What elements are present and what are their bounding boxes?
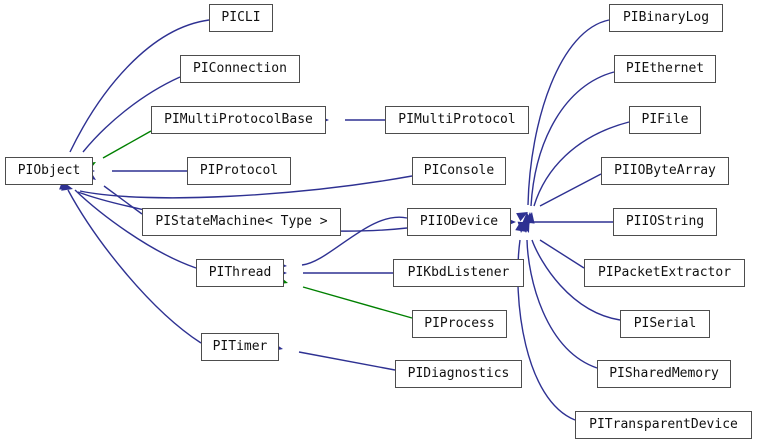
node-pimultiprotocolbase[interactable]: PIMultiProtocolBase bbox=[151, 106, 326, 134]
node-label: PIProcess bbox=[424, 316, 495, 331]
node-picli[interactable]: PICLI bbox=[209, 4, 273, 32]
node-piprotocol[interactable]: PIProtocol bbox=[187, 157, 291, 185]
node-pitimer[interactable]: PITimer bbox=[201, 333, 279, 361]
node-piconsole[interactable]: PIConsole bbox=[412, 157, 506, 185]
node-label: PITimer bbox=[212, 339, 268, 354]
node-label: PIDiagnostics bbox=[407, 366, 510, 381]
node-piiostring[interactable]: PIIOString bbox=[613, 208, 717, 236]
node-pithread[interactable]: PIThread bbox=[196, 259, 284, 287]
node-pidiagnostics[interactable]: PIDiagnostics bbox=[395, 360, 522, 388]
node-label: PIMultiProtocol bbox=[398, 112, 516, 127]
node-label: PISharedMemory bbox=[609, 366, 719, 381]
node-label: PIObject bbox=[17, 163, 81, 178]
node-label: PIPacketExtractor bbox=[597, 265, 732, 280]
node-pikbdlistener[interactable]: PIKbdListener bbox=[393, 259, 524, 287]
node-label: PIConnection bbox=[193, 61, 287, 76]
node-pistatemachine[interactable]: PIStateMachine< Type > bbox=[142, 208, 341, 236]
node-label: PIThread bbox=[208, 265, 272, 280]
node-label: PICLI bbox=[221, 10, 261, 25]
node-piprocess[interactable]: PIProcess bbox=[412, 310, 507, 338]
node-label: PIStateMachine< Type > bbox=[155, 214, 328, 229]
node-label: PIMultiProtocolBase bbox=[164, 112, 313, 127]
node-label: PIFile bbox=[641, 112, 689, 127]
node-label: PIConsole bbox=[423, 163, 495, 178]
node-pimultiprotocol[interactable]: PIMultiProtocol bbox=[385, 106, 529, 134]
node-pifile[interactable]: PIFile bbox=[629, 106, 701, 134]
node-piethernet[interactable]: PIEthernet bbox=[614, 55, 716, 83]
node-label: PIIOByteArray bbox=[614, 163, 716, 178]
node-pisharedmemory[interactable]: PISharedMemory bbox=[597, 360, 731, 388]
node-label: PIBinaryLog bbox=[622, 10, 710, 25]
node-piconnection[interactable]: PIConnection bbox=[180, 55, 300, 83]
node-label: PITransparentDevice bbox=[589, 417, 738, 432]
node-pitransparentdevice[interactable]: PITransparentDevice bbox=[575, 411, 752, 439]
node-pipacketextractor[interactable]: PIPacketExtractor bbox=[584, 259, 745, 287]
node-piiobytearray[interactable]: PIIOByteArray bbox=[601, 157, 729, 185]
node-label: PISerial bbox=[633, 316, 697, 331]
node-label: PIKbdListener bbox=[407, 265, 510, 280]
node-label: PIIODevice bbox=[419, 214, 499, 229]
node-piobject[interactable]: PIObject bbox=[5, 157, 93, 185]
node-pibinarylog[interactable]: PIBinaryLog bbox=[609, 4, 723, 32]
node-label: PIIOString bbox=[625, 214, 705, 229]
node-label: PIEthernet bbox=[625, 61, 705, 76]
node-label: PIProtocol bbox=[199, 163, 279, 178]
node-piiodevice[interactable]: PIIODevice bbox=[407, 208, 511, 236]
node-piserial[interactable]: PISerial bbox=[620, 310, 710, 338]
